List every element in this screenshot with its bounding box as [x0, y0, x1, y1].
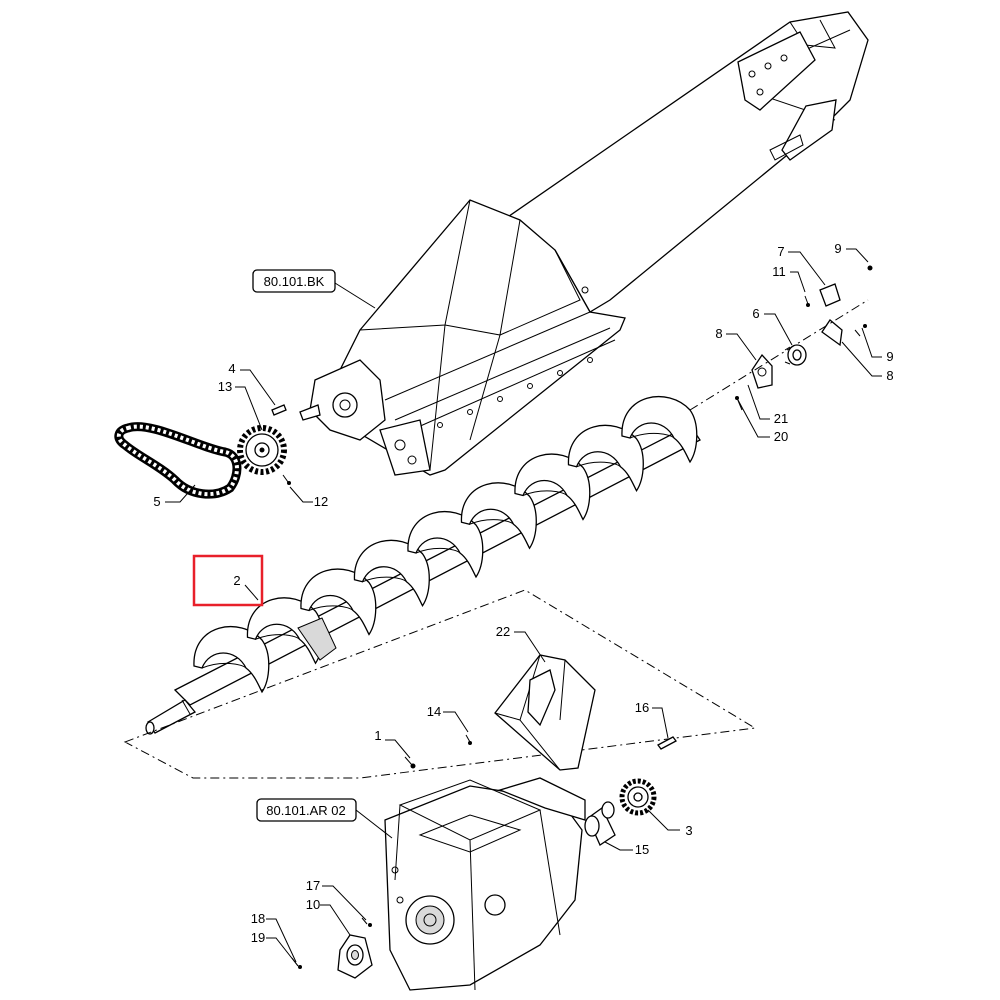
- drive-chain: [114, 422, 242, 499]
- shield: [494, 654, 596, 771]
- callout-21[interactable]: 21: [774, 411, 788, 426]
- bottom-bearing: [291, 917, 373, 979]
- bolts: [404, 734, 472, 769]
- flight-blade: [246, 597, 323, 665]
- callout-4[interactable]: 4: [228, 361, 235, 376]
- flight-blade: [407, 511, 484, 579]
- sprocket: [237, 404, 291, 485]
- flight-edge: [362, 576, 407, 583]
- callout-12[interactable]: 12: [314, 494, 328, 509]
- callout-18[interactable]: 18: [251, 911, 265, 926]
- callout-11[interactable]: 11: [772, 264, 786, 279]
- callout-3[interactable]: 3: [685, 823, 692, 838]
- callout-19[interactable]: 19: [251, 930, 265, 945]
- callout-9-top[interactable]: 9: [834, 241, 841, 256]
- flight-edge: [255, 634, 300, 640]
- flight-edge: [522, 490, 568, 496]
- callout-22[interactable]: 22: [496, 624, 510, 639]
- flight-edge: [415, 547, 461, 554]
- flight-edge: [469, 519, 514, 525]
- flight-blade: [567, 424, 644, 493]
- callout-14[interactable]: 14: [427, 704, 441, 719]
- callout-2[interactable]: 2: [233, 573, 240, 588]
- callout-1[interactable]: 1: [374, 728, 381, 743]
- flight-blade: [621, 396, 698, 464]
- auger-tube-assembly: [299, 11, 869, 476]
- highlight-box: [192, 554, 264, 607]
- leader-lines: [165, 248, 882, 967]
- flight-blade: [460, 482, 537, 550]
- flight-set: [193, 396, 698, 694]
- callout-20[interactable]: 20: [774, 429, 788, 444]
- callout-9-right[interactable]: 9: [886, 349, 893, 364]
- callout-5[interactable]: 5: [153, 494, 160, 509]
- output-sprocket: [619, 778, 657, 816]
- callout-17[interactable]: 17: [306, 878, 320, 893]
- callout-7[interactable]: 7: [777, 244, 784, 259]
- bearing-assembly: [689, 265, 873, 411]
- flight-edge: [201, 662, 247, 669]
- callout-10[interactable]: 10: [306, 897, 320, 912]
- callout-8-left[interactable]: 8: [715, 326, 722, 341]
- reference-text: 80.101.BK: [264, 274, 325, 289]
- flight-edge: [576, 461, 621, 468]
- pin: [657, 736, 677, 750]
- callout-13[interactable]: 13: [218, 379, 232, 394]
- reference-text: 80.101.AR 02: [266, 803, 346, 818]
- flight-blade: [353, 539, 430, 608]
- callout-15[interactable]: 15: [635, 842, 649, 857]
- reference-label-bk[interactable]: 80.101.BK: [252, 269, 376, 309]
- flight-blade: [193, 626, 270, 694]
- callout-6[interactable]: 6: [752, 306, 759, 321]
- bolt-row: [437, 357, 593, 428]
- callout-16[interactable]: 16: [635, 700, 649, 715]
- flight-edge: [629, 432, 675, 439]
- callout-8-right[interactable]: 8: [886, 368, 893, 383]
- flight-blade: [300, 568, 377, 636]
- reference-label-ar[interactable]: 80.101.AR 02: [256, 798, 393, 839]
- bushing: [584, 801, 616, 846]
- auger-flight: [145, 396, 701, 735]
- lower-housing: [384, 777, 586, 991]
- flight-edge: [308, 605, 354, 611]
- callout-numbers: 1 2 3 4 5 6 7 8 8 9 9 10 11 12 13 14 15 …: [153, 241, 893, 945]
- flight-blade: [514, 453, 591, 521]
- flight-shade: [297, 617, 337, 661]
